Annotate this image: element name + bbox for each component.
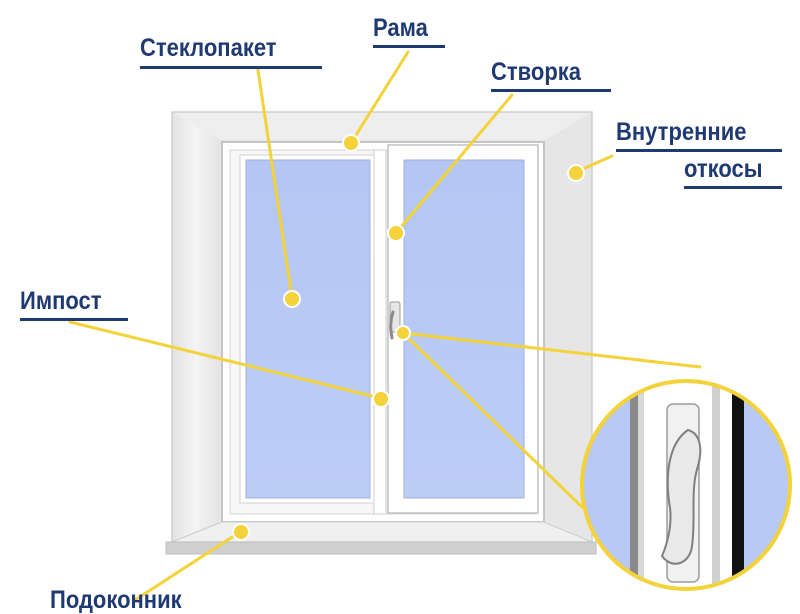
label-inner-slopes-underline-1 (616, 149, 782, 152)
label-inner-slopes-line2: откосы (684, 155, 763, 183)
windowsill (165, 521, 597, 555)
label-sash-underline (491, 89, 611, 92)
label-glass-unit-underline (140, 66, 322, 69)
label-frame-underline (373, 45, 445, 48)
window-handle-icon (660, 403, 702, 583)
handle-zoom-view (580, 379, 792, 591)
label-mullion-underline (20, 318, 128, 321)
left-glass-pane (239, 154, 375, 504)
label-inner-slopes-line1: Внутренние (616, 118, 747, 146)
label-sash: Створка (491, 58, 582, 86)
label-windowsill: Подоконник (50, 586, 182, 614)
callout-dots (232, 134, 585, 541)
label-frame: Рама (373, 14, 428, 42)
callout-lines (68, 50, 702, 600)
label-inner-slopes-underline-2 (684, 186, 782, 189)
window-handle-icon (389, 301, 401, 340)
sash (387, 144, 539, 514)
mullion (373, 149, 387, 515)
label-glass-unit: Стеклопакет (140, 34, 277, 62)
label-mullion: Импост (20, 287, 102, 315)
window-diagram (68, 50, 792, 600)
